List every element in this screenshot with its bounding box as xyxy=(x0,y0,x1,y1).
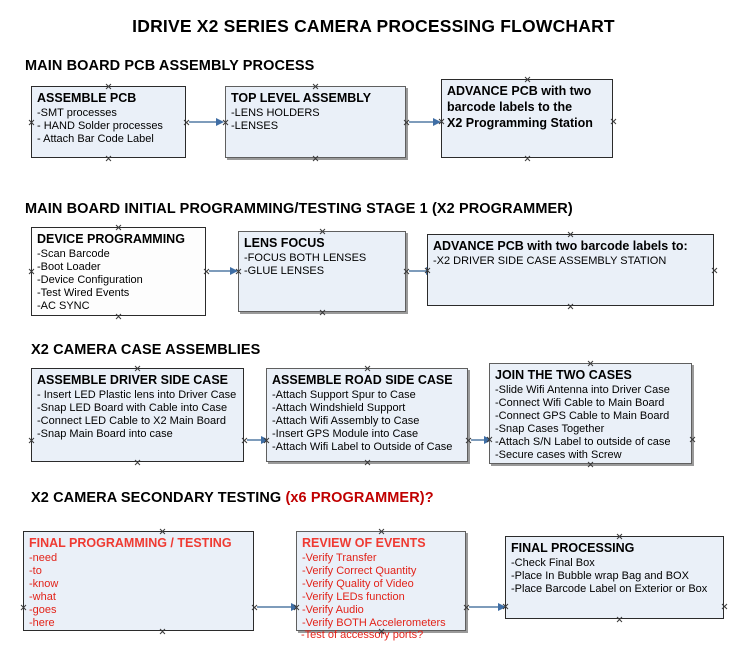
node-item: -Connect LED Cable to X2 Main Board xyxy=(37,414,226,427)
node-item: -Check Final Box xyxy=(511,556,595,569)
node-item: -goes xyxy=(29,603,57,616)
node-item: -Verify LEDs function xyxy=(302,590,405,603)
arrow-final-programming-to-review-of-events xyxy=(257,602,299,611)
node-item: -Snap Cases Together xyxy=(495,422,605,435)
node-item: -Verify Quality of Video xyxy=(302,577,414,590)
section-heading-text: X2 CAMERA SECONDARY TESTING xyxy=(31,490,286,506)
section-heading-x2-camera-case-assemblies: X2 CAMERA CASE ASSEMBLIES xyxy=(31,342,261,358)
section-heading-x2-camera-secondary-testing: X2 CAMERA SECONDARY TESTING (x6 PROGRAMM… xyxy=(31,490,434,506)
node-item: -GLUE LENSES xyxy=(244,264,325,277)
node-review-of-events[interactable]: REVIEW OF EVENTS -Verify Transfer -Verif… xyxy=(296,531,466,631)
node-item: -Boot Loader xyxy=(37,260,101,273)
node-item: -Place In Bubble wrap Bag and BOX xyxy=(511,569,689,582)
node-lens-focus[interactable]: LENS FOCUS -FOCUS BOTH LENSES -GLUE LENS… xyxy=(238,231,406,312)
node-title: ASSEMBLE DRIVER SIDE CASE xyxy=(37,373,229,387)
node-item: -Verify BOTH Accelerometers xyxy=(302,616,446,629)
node-title: JOIN THE TWO CASES xyxy=(495,368,632,382)
node-item: -Secure cases with Screw xyxy=(495,448,622,461)
node-title: ADVANCE PCB with two barcode labels to: xyxy=(433,239,688,253)
node-item: -Attach Wifi Label to Outside of Case xyxy=(272,440,453,453)
node-item: -Insert GPS Module into Case xyxy=(272,427,419,440)
node-item: -Verify Transfer xyxy=(302,551,377,564)
node-advance-pcb-to-programming-station[interactable]: ADVANCE PCB with two barcode labels to t… xyxy=(441,79,613,158)
section-heading-main-board-pcb-assembly: MAIN BOARD PCB ASSEMBLY PROCESS xyxy=(25,58,315,74)
node-item: X2 Programming Station xyxy=(447,115,593,130)
node-item: -here xyxy=(29,616,55,629)
node-item: -SMT processes xyxy=(37,106,117,119)
node-title: ASSEMBLE ROAD SIDE CASE xyxy=(272,373,453,387)
node-assemble-driver-side-case[interactable]: ASSEMBLE DRIVER SIDE CASE - Insert LED P… xyxy=(31,368,244,462)
node-assemble-pcb[interactable]: ASSEMBLE PCB -SMT processes - HAND Solde… xyxy=(31,86,186,158)
node-item: - HAND Solder processes xyxy=(37,119,163,132)
arrow-lens-focus-to-advance-pcb-driver-side xyxy=(409,266,434,275)
node-item: -Device Configuration xyxy=(37,273,143,286)
node-item: - Attach Bar Code Label xyxy=(37,132,154,145)
section-heading-main-board-initial-programming: MAIN BOARD INITIAL PROGRAMMING/TESTING S… xyxy=(25,201,573,217)
node-item: -Attach Wifi Assembly to Case xyxy=(272,414,420,427)
arrow-road-side-to-join-cases xyxy=(471,435,492,444)
node-title: FINAL PROCESSING xyxy=(511,541,635,555)
arrow-device-programming-to-lens-focus xyxy=(209,266,238,275)
node-title: LENS FOCUS xyxy=(244,236,325,250)
node-join-the-two-cases[interactable]: JOIN THE TWO CASES -Slide Wifi Antenna i… xyxy=(489,363,692,464)
node-item: -Verify Correct Quantity xyxy=(302,564,417,577)
node-item: -Snap Main Board into case xyxy=(37,427,173,440)
node-final-programming-testing[interactable]: FINAL PROGRAMMING / TESTING -need -to -k… xyxy=(23,531,254,631)
section-heading-accent: (x6 PROGRAMMER)? xyxy=(285,490,434,506)
node-item: -Test Wired Events xyxy=(37,286,130,299)
node-item: -Slide Wifi Antenna into Driver Case xyxy=(495,383,670,396)
node-item: -LENSES xyxy=(231,119,279,132)
node-assemble-road-side-case[interactable]: ASSEMBLE ROAD SIDE CASE -Attach Support … xyxy=(266,368,468,462)
node-final-processing[interactable]: FINAL PROCESSING -Check Final Box -Place… xyxy=(505,536,724,619)
node-item: - Insert LED Plastic lens into Driver Ca… xyxy=(37,388,237,401)
node-title: REVIEW OF EVENTS xyxy=(302,536,426,550)
arrow-top-level-assembly-to-advance-pcb xyxy=(409,117,441,126)
node-title: ASSEMBLE PCB xyxy=(37,91,137,105)
node-item: -Place Barcode Label on Exterior or Box xyxy=(511,582,708,595)
node-item: barcode labels to the xyxy=(447,99,573,114)
node-item-overflow: -Test of accessory ports? xyxy=(301,629,424,641)
node-item: -Attach Support Spur to Case xyxy=(272,388,416,401)
node-item: -Attach Windshield Support xyxy=(272,401,406,414)
node-item: -FOCUS BOTH LENSES xyxy=(244,251,367,264)
node-title: DEVICE PROGRAMMING xyxy=(37,232,185,246)
node-advance-pcb-to-driver-side-case[interactable]: ADVANCE PCB with two barcode labels to: … xyxy=(427,234,714,306)
node-item: -Snap LED Board with Cable into Case xyxy=(37,401,228,414)
node-item: -Connect Wifi Cable to Main Board xyxy=(495,396,665,409)
node-title: FINAL PROGRAMMING / TESTING xyxy=(29,536,232,550)
arrow-driver-side-to-road-side xyxy=(247,435,269,444)
node-item: -Scan Barcode xyxy=(37,247,110,260)
node-device-programming[interactable]: DEVICE PROGRAMMING -Scan Barcode -Boot L… xyxy=(31,227,206,316)
node-item: -what xyxy=(29,590,56,603)
node-item: -LENS HOLDERS xyxy=(231,106,320,119)
node-item: -X2 DRIVER SIDE CASE ASSEMBLY STATION xyxy=(433,254,667,267)
node-item: -AC SYNC xyxy=(37,299,90,312)
node-item: -Verify Audio xyxy=(302,603,364,616)
arrow-assemble-pcb-to-top-level-assembly xyxy=(189,117,224,126)
node-item: -need xyxy=(29,551,58,564)
node-item: -to xyxy=(29,564,42,577)
node-title: TOP LEVEL ASSEMBLY xyxy=(231,91,372,105)
node-title: ADVANCE PCB with two xyxy=(447,84,592,98)
page-title: IDRIVE X2 SERIES CAMERA PROCESSING FLOWC… xyxy=(132,16,615,36)
arrow-review-of-events-to-final-processing xyxy=(469,602,506,611)
node-item: -Connect GPS Cable to Main Board xyxy=(495,409,670,422)
node-item: -Attach S/N Label to outside of case xyxy=(495,435,671,448)
node-item: -know xyxy=(29,577,59,590)
node-top-level-assembly[interactable]: TOP LEVEL ASSEMBLY -LENS HOLDERS -LENSES xyxy=(225,86,406,158)
